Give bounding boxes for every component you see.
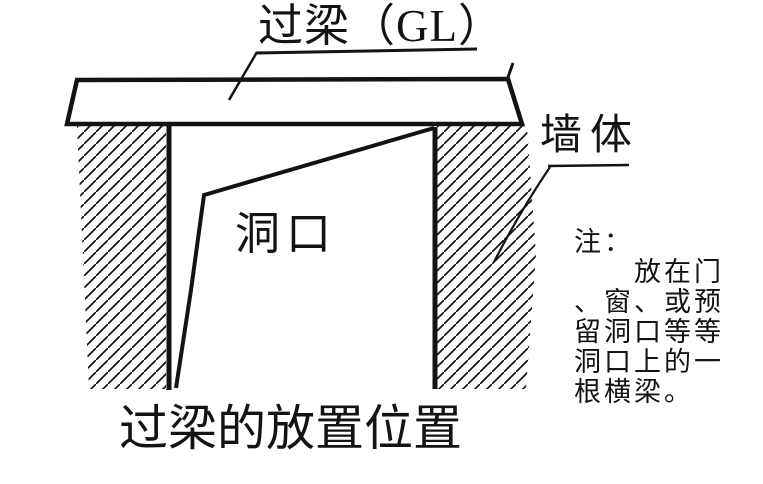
wall-label-underline bbox=[547, 163, 630, 168]
wall-label: 墙体 bbox=[540, 113, 641, 159]
lintel-leader-line bbox=[227, 51, 259, 101]
opening-label: 洞口 bbox=[235, 209, 338, 259]
wall-leader-line bbox=[493, 166, 551, 263]
lintel-beam bbox=[64, 76, 526, 127]
opening-outline bbox=[174, 126, 435, 389]
right-wall-hatch bbox=[437, 126, 536, 389]
note-line: 留洞口等等 bbox=[574, 317, 724, 347]
note-line: 、窗、或预 bbox=[574, 287, 724, 317]
lintel-corner-tick bbox=[505, 62, 515, 81]
note-line: 放在门 bbox=[574, 257, 724, 287]
left-wall-hatch bbox=[77, 126, 166, 389]
note-line: 洞口上的一 bbox=[574, 347, 724, 377]
note-heading: 注： bbox=[574, 227, 634, 257]
note-block: 注： 放在门 、窗、或预 留洞口等等 洞口上的一 根横梁。 bbox=[574, 227, 749, 407]
note-line: 根横梁。 bbox=[574, 377, 694, 407]
lintel-label: 过梁（GL） bbox=[258, 1, 504, 51]
lintel-label-underline bbox=[255, 47, 478, 55]
caption: 过梁的放置位置 bbox=[119, 401, 463, 456]
